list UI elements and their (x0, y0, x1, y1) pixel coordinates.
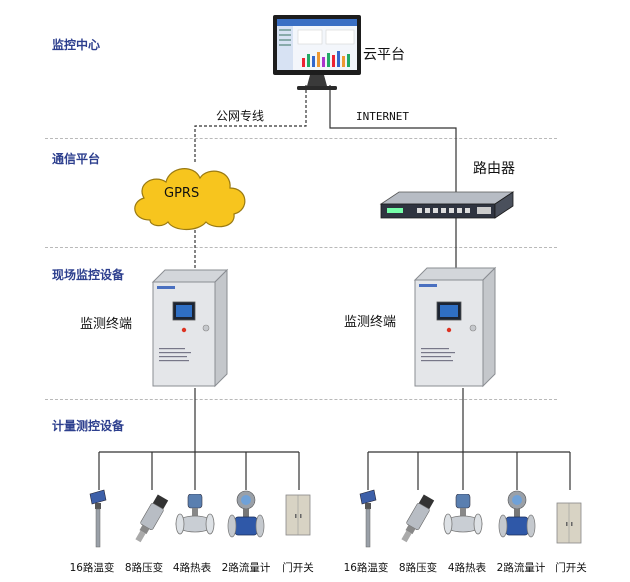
pressure-transmitter-icon (401, 494, 435, 543)
left-device-label-heat-meter: 4路热表 (172, 562, 212, 574)
right-device-label-heat-meter: 4路热表 (447, 562, 487, 574)
left-terminal-label: 监测终端 (80, 317, 133, 332)
monitor-icon (273, 15, 361, 90)
pressure-transmitter-icon (135, 494, 169, 543)
flowmeter-icon (498, 490, 536, 538)
temperature-transmitter-icon (89, 489, 107, 548)
left-device-label-flowmeter: 2路流量计 (221, 562, 271, 574)
flowmeter-icon (227, 490, 265, 538)
left-device-label-pressure: 8路压变 (124, 562, 164, 574)
divider-2 (45, 247, 557, 248)
divider-3 (45, 399, 557, 400)
left-device-label-door-switch: 门开关 (282, 562, 314, 574)
divider-1 (45, 138, 557, 139)
gprs-label: GPRS (164, 186, 200, 201)
left-monitoring-terminal-cabinet (151, 268, 229, 388)
right-device-label-door-switch: 门开关 (555, 562, 587, 574)
gprs-cloud-icon (134, 168, 246, 231)
layer-label-communication-platform: 通信平台 (52, 152, 101, 166)
cloud-platform-label: 云平台 (363, 47, 405, 63)
right-device-label-flowmeter: 2路流量计 (496, 562, 546, 574)
right-device-label-temperature: 16路温变 (343, 562, 389, 574)
layer-label-field-monitoring-equipment: 现场监控设备 (52, 268, 125, 282)
right-monitoring-terminal-cabinet (413, 266, 497, 388)
layer-label-monitoring-center: 监控中心 (52, 38, 101, 52)
temperature-transmitter-icon (359, 489, 377, 548)
router-label: 路由器 (473, 161, 515, 177)
door-switch-icon (285, 494, 311, 536)
right-device-label-pressure: 8路压变 (398, 562, 438, 574)
door-switch-icon (556, 502, 582, 544)
layer-label-metering-control-equipment: 计量测控设备 (52, 419, 125, 433)
left-device-label-temperature: 16路温变 (69, 562, 115, 574)
public-line-label: 公网专线 (216, 109, 265, 123)
internet-label: INTERNET (356, 110, 409, 123)
heat-meter-icon (175, 494, 215, 535)
right-terminal-label: 监测终端 (344, 315, 397, 330)
heat-meter-icon (443, 494, 483, 535)
router-icon (379, 191, 515, 219)
